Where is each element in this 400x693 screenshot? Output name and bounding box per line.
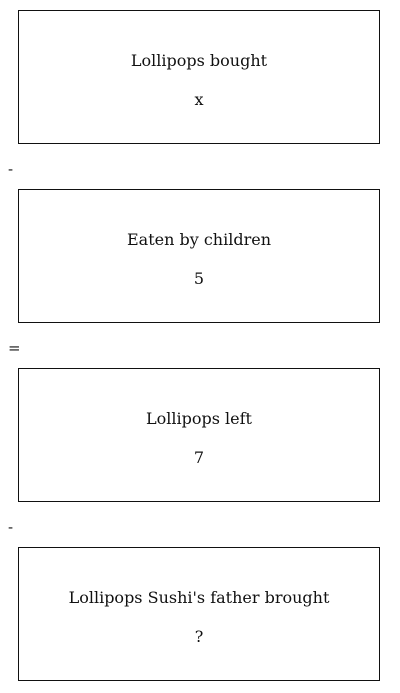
eaten-by-children-value: 5 [193,269,205,288]
father-brought-label: Lollipops Sushi's father brought [68,588,330,607]
lollipops-left-label: Lollipops left [146,409,252,428]
lollipops-left-box: Lollipops left 7 [18,368,380,502]
lollipops-left-value: 7 [193,448,205,467]
equals-operator: = [8,339,21,357]
lollipops-bought-box: Lollipops bought x [18,10,380,144]
eaten-by-children-label: Eaten by children [126,230,272,249]
eaten-by-children-box: Eaten by children 5 [18,189,380,323]
father-brought-box: Lollipops Sushi's father brought ? [18,547,380,681]
minus-operator: - [8,160,14,178]
lollipops-bought-value: x [194,90,204,109]
lollipops-bought-label: Lollipops bought [130,51,268,70]
father-brought-value: ? [194,627,204,646]
minus-operator-second: - [8,518,14,536]
